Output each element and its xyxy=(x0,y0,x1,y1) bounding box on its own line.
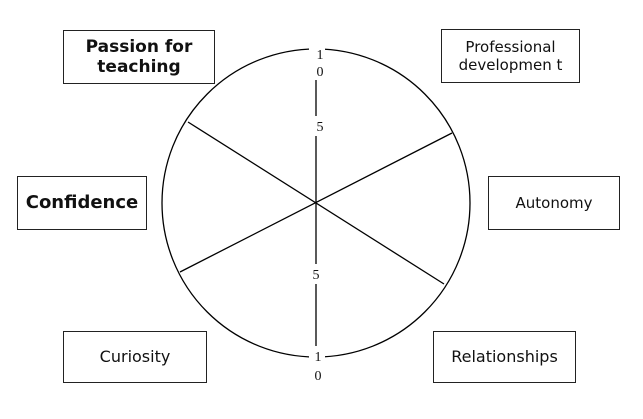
scale-bottom-max-line2: 0 xyxy=(315,369,322,384)
segment-label-passion-for-teaching: Passion for teaching xyxy=(63,30,215,84)
scale-bottom-mid: 5 xyxy=(313,268,320,283)
scale-top-mid: 5 xyxy=(317,120,324,135)
segment-label-professional-development: Professional developmen t xyxy=(441,29,580,83)
segment-label-autonomy: Autonomy xyxy=(488,176,620,230)
segment-label-curiosity: Curiosity xyxy=(63,331,207,383)
scale-top-max-line2: 0 xyxy=(317,65,324,80)
segment-label-relationships: Relationships xyxy=(433,331,576,383)
scale-top-max-line1: 1 xyxy=(317,48,324,63)
segment-label-confidence: Confidence xyxy=(17,176,147,230)
spoke-line-diagonal-b xyxy=(179,132,453,273)
scale-bottom-max-line1: 1 xyxy=(315,350,322,365)
